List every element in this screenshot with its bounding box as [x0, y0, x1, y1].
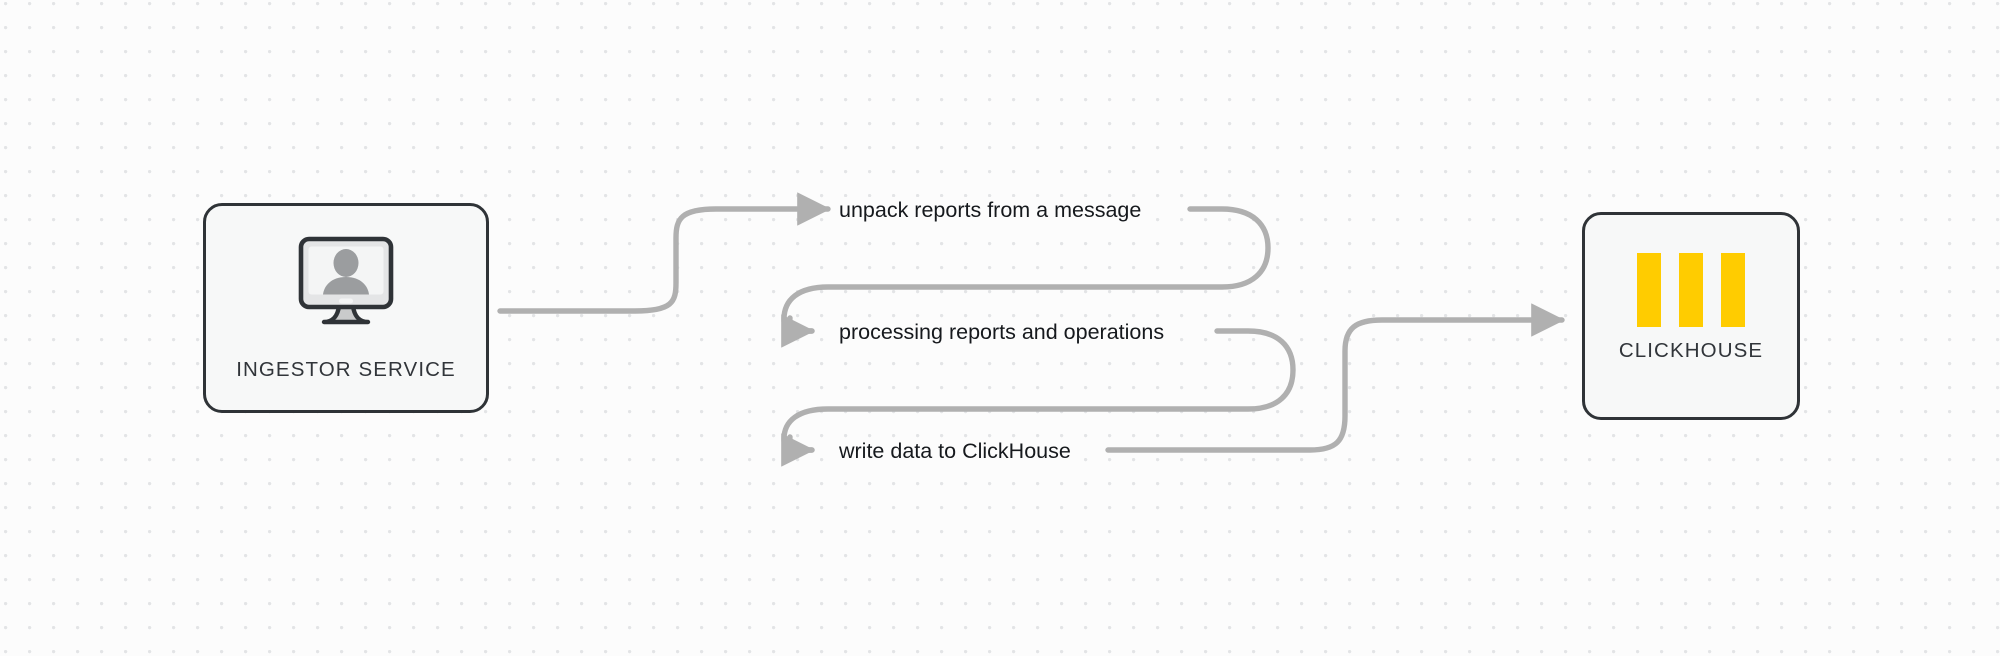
node-ingestor-label: INGESTOR SERVICE: [236, 358, 456, 381]
clickhouse-logo-icon: [1637, 253, 1745, 327]
edge-path-2-arrow: [781, 314, 815, 348]
edge-path-2: [781, 206, 1271, 335]
edge-path-4: [1105, 303, 1565, 453]
clickhouse-bar-3: [1721, 253, 1745, 327]
edge-label-write-data: write data to ClickHouse: [832, 438, 1078, 466]
node-clickhouse[interactable]: CLICKHOUSE: [1582, 212, 1800, 420]
edge-path-3-arrow: [781, 433, 815, 467]
node-clickhouse-label: CLICKHOUSE: [1618, 339, 1764, 362]
edge-path-1: [497, 192, 831, 314]
edge-label-unpack-reports: unpack reports from a message: [832, 197, 1149, 225]
clickhouse-bar-2: [1679, 253, 1703, 327]
clickhouse-bar-1: [1637, 253, 1661, 327]
node-ingestor-service[interactable]: INGESTOR SERVICE: [203, 203, 489, 413]
edge-label-processing-reports: processing reports and operations: [832, 319, 1172, 347]
edge-path-3: [781, 328, 1296, 454]
monitor-user-icon: [298, 236, 394, 325]
